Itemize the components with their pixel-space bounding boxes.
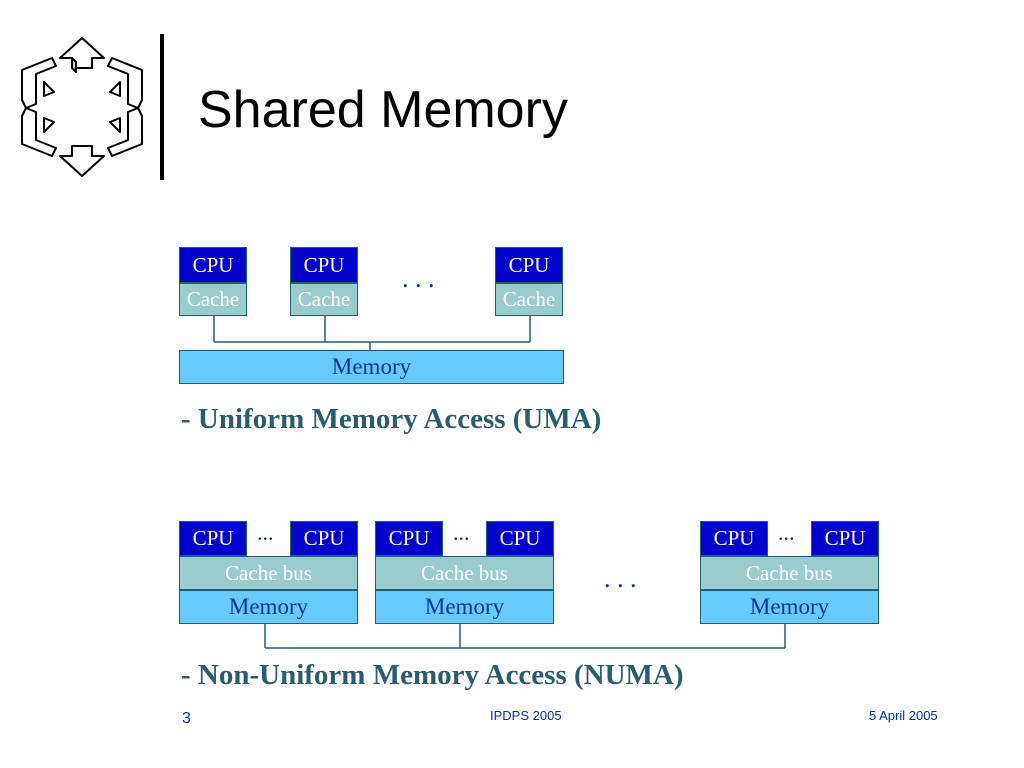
numa-node-3-cpu-left: CPU (700, 521, 768, 556)
numa-node-1-cpu-left: CPU (179, 521, 247, 556)
numa-node-2-cache-bus: Cache bus (375, 556, 554, 590)
hexagon-arrows-logo-icon (21, 37, 143, 177)
uma-caption: - Uniform Memory Access (UMA) (181, 403, 602, 435)
numa-node-2-ellipsis: ... (453, 520, 470, 545)
page-number: 3 (182, 710, 191, 727)
numa-node-1-memory: Memory (179, 590, 358, 624)
numa-node-3-memory: Memory (700, 590, 879, 624)
numa-node-3-cpu-right: CPU (811, 521, 879, 556)
uma-ellipsis: . . . (402, 264, 435, 293)
numa-node-2-cpu-right: CPU (486, 521, 554, 556)
uma-cpu-1: CPU (179, 247, 247, 283)
numa-node-3-ellipsis: ... (778, 520, 795, 545)
uma-cache-3: Cache (495, 283, 563, 316)
uma-cache-1: Cache (179, 283, 247, 316)
uma-cpu-3: CPU (495, 247, 563, 283)
uma-memory: Memory (179, 350, 564, 384)
uma-cache-2: Cache (290, 283, 358, 316)
numa-node-2-memory: Memory (375, 590, 554, 624)
numa-ellipsis: . . . (604, 564, 637, 593)
numa-node-3-cache-bus: Cache bus (700, 556, 879, 590)
uma-cpu-2: CPU (290, 247, 358, 283)
numa-caption: - Non-Uniform Memory Access (NUMA) (181, 659, 684, 691)
title-divider (160, 34, 164, 180)
numa-node-2-cpu-left: CPU (375, 521, 443, 556)
numa-node-1-ellipsis: ... (257, 520, 274, 545)
date-label: 5 April 2005 (869, 708, 938, 723)
numa-node-1-cpu-right: CPU (290, 521, 358, 556)
conference-label: IPDPS 2005 (490, 708, 562, 723)
page-title: Shared Memory (198, 81, 568, 139)
numa-node-1-cache-bus: Cache bus (179, 556, 358, 590)
